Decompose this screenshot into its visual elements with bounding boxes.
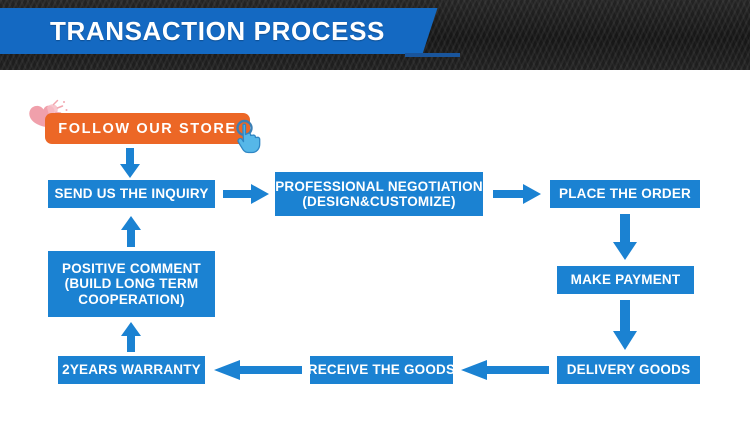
arrow-positive-comment-to-inquiry	[121, 216, 141, 247]
header-accent-line	[405, 53, 460, 57]
follow-our-store-button[interactable]: FOLLOW OUR STORE	[45, 113, 250, 144]
node-receive-the-goods[interactable]: RECEIVE THE GOODS	[307, 356, 456, 384]
node-make-payment[interactable]: MAKE PAYMENT	[557, 266, 694, 294]
arrow-warranty-to-positive-comment	[121, 322, 141, 352]
node-place-the-order[interactable]: PLACE THE ORDER	[550, 180, 700, 208]
node-line: 2YEARS WARRANTY	[62, 362, 201, 378]
arrow-make-payment-to-delivery	[613, 300, 637, 350]
arrow-follow-to-inquiry	[120, 148, 140, 178]
follow-our-store-label: FOLLOW OUR STORE	[58, 120, 237, 137]
node-line: SEND US THE INQUIRY	[54, 186, 209, 202]
node-line: PROFESSIONAL NEGOTIATION	[275, 178, 483, 194]
node-line: (DESIGN&CUSTOMIZE)	[302, 194, 456, 209]
node-professional-negotiation[interactable]: PROFESSIONAL NEGOTIATION (DESIGN&CUSTOMI…	[275, 172, 483, 216]
node-line: MAKE PAYMENT	[570, 272, 681, 288]
node-delivery-goods[interactable]: DELIVERY GOODS	[557, 356, 700, 384]
node-send-us-the-inquiry[interactable]: SEND US THE INQUIRY	[48, 180, 215, 208]
page-title: TRANSACTION PROCESS	[50, 15, 385, 46]
node-2years-warranty[interactable]: 2YEARS WARRANTY	[58, 356, 205, 384]
node-line: POSITIVE COMMENT	[62, 261, 201, 277]
node-line: RECEIVE THE GOODS	[307, 362, 456, 378]
page-header: TRANSACTION PROCESS	[0, 0, 750, 70]
node-line: COOPERATION)	[78, 291, 185, 307]
arrow-inquiry-to-negotiation	[223, 184, 269, 204]
arrow-place-order-to-make-payment	[613, 214, 637, 260]
arrow-receive-to-warranty	[214, 360, 302, 380]
flow-diagram: FOLLOW OUR STORE SEND US THE INQUIRY PRO…	[0, 70, 750, 440]
node-line: (BUILD LONG TERM	[64, 276, 199, 292]
node-line: DELIVERY GOODS	[566, 362, 691, 378]
arrow-delivery-to-receive	[461, 360, 549, 380]
node-line: PLACE THE ORDER	[558, 186, 691, 202]
arrow-negotiation-to-place-order	[493, 184, 541, 204]
node-positive-comment[interactable]: POSITIVE COMMENT (BUILD LONG TERM COOPER…	[48, 251, 215, 317]
